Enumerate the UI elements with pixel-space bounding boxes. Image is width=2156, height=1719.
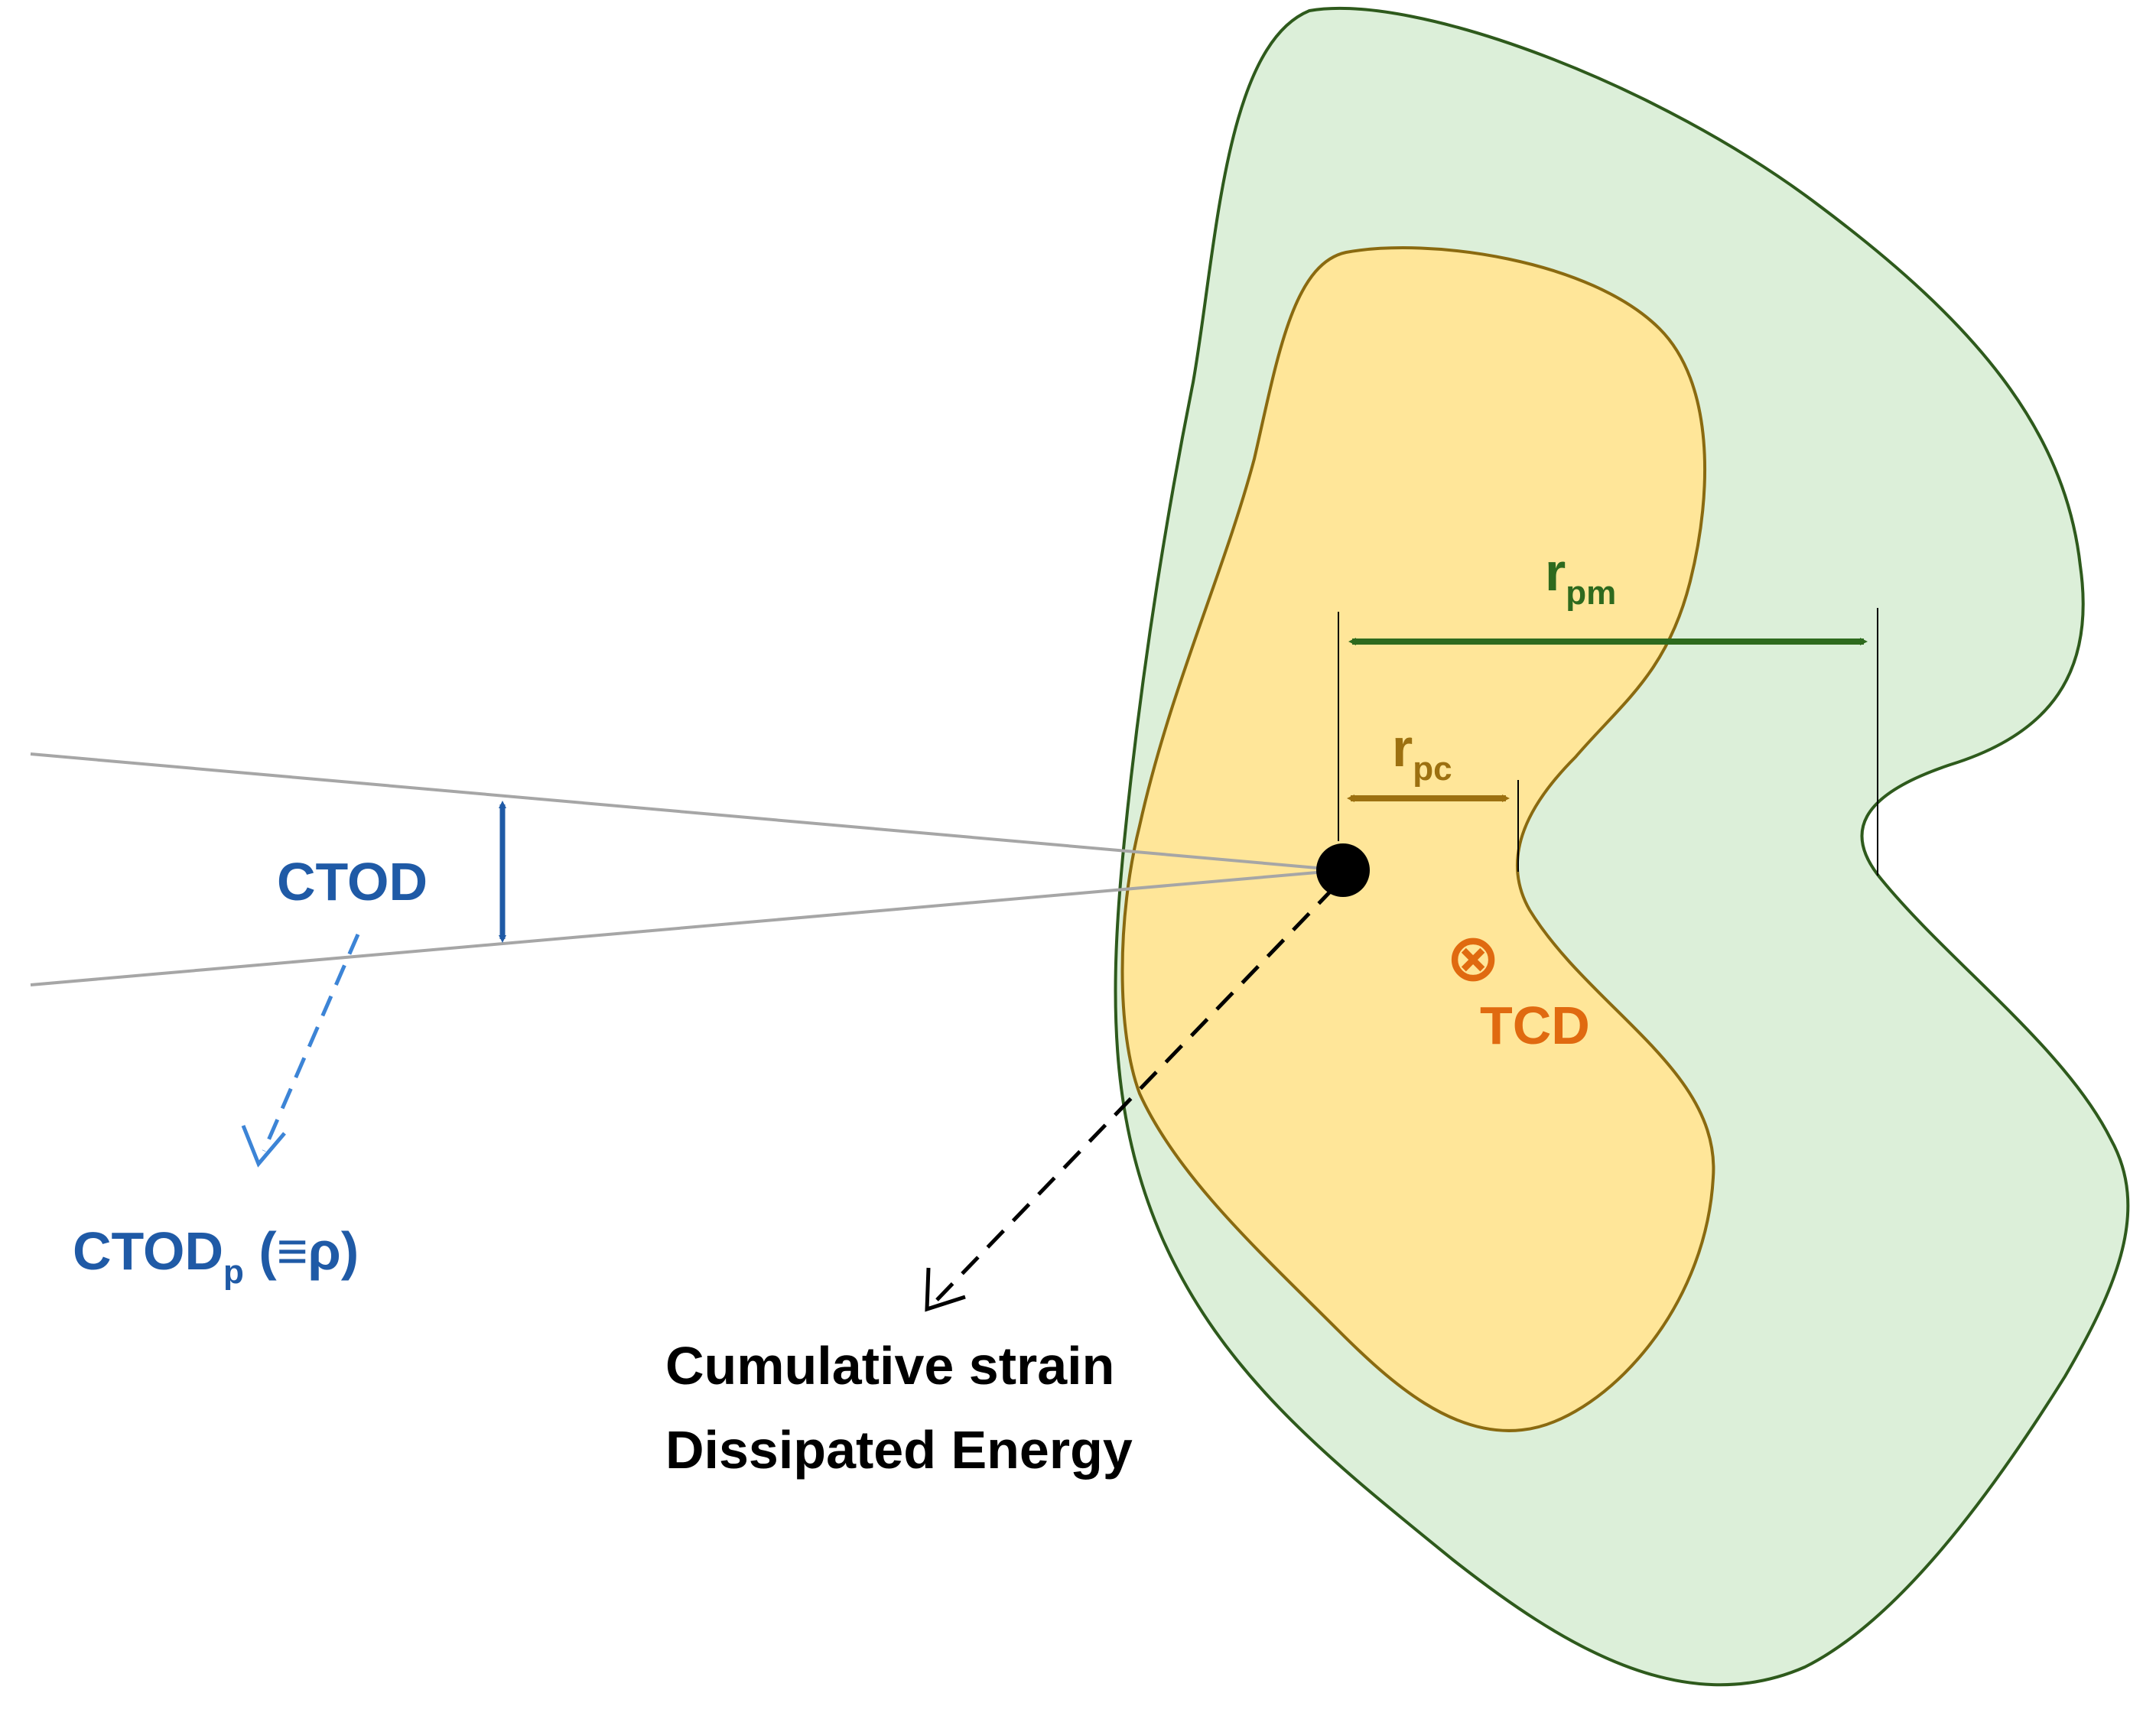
cumulative-strain-dashed-arrow xyxy=(935,885,1336,1301)
crack-upper-face xyxy=(30,752,1344,872)
ctod-p-label: CTODp (≡ρ) xyxy=(73,1221,359,1291)
ctod-label: CTOD xyxy=(277,852,428,911)
r-pm-label: rpm xyxy=(1545,542,1616,612)
tcd-label: TCD xyxy=(1480,996,1590,1055)
cumulative-strain-arrowhead xyxy=(925,1267,966,1312)
ctod-p-arrowhead xyxy=(241,1125,286,1168)
crack-tip-dot xyxy=(1316,843,1370,897)
dissipated-energy-label: Dissipated Energy xyxy=(665,1420,1133,1480)
tcd-symbol: ⊗ xyxy=(1445,921,1501,995)
r-pc-label: rpc xyxy=(1392,718,1452,788)
ctod-p-dashed-arrow xyxy=(262,934,360,1152)
crack-lower-face xyxy=(30,869,1344,986)
cumulative-strain-label: Cumulative strain xyxy=(665,1336,1114,1396)
inner-process-zone xyxy=(1120,246,1715,1432)
